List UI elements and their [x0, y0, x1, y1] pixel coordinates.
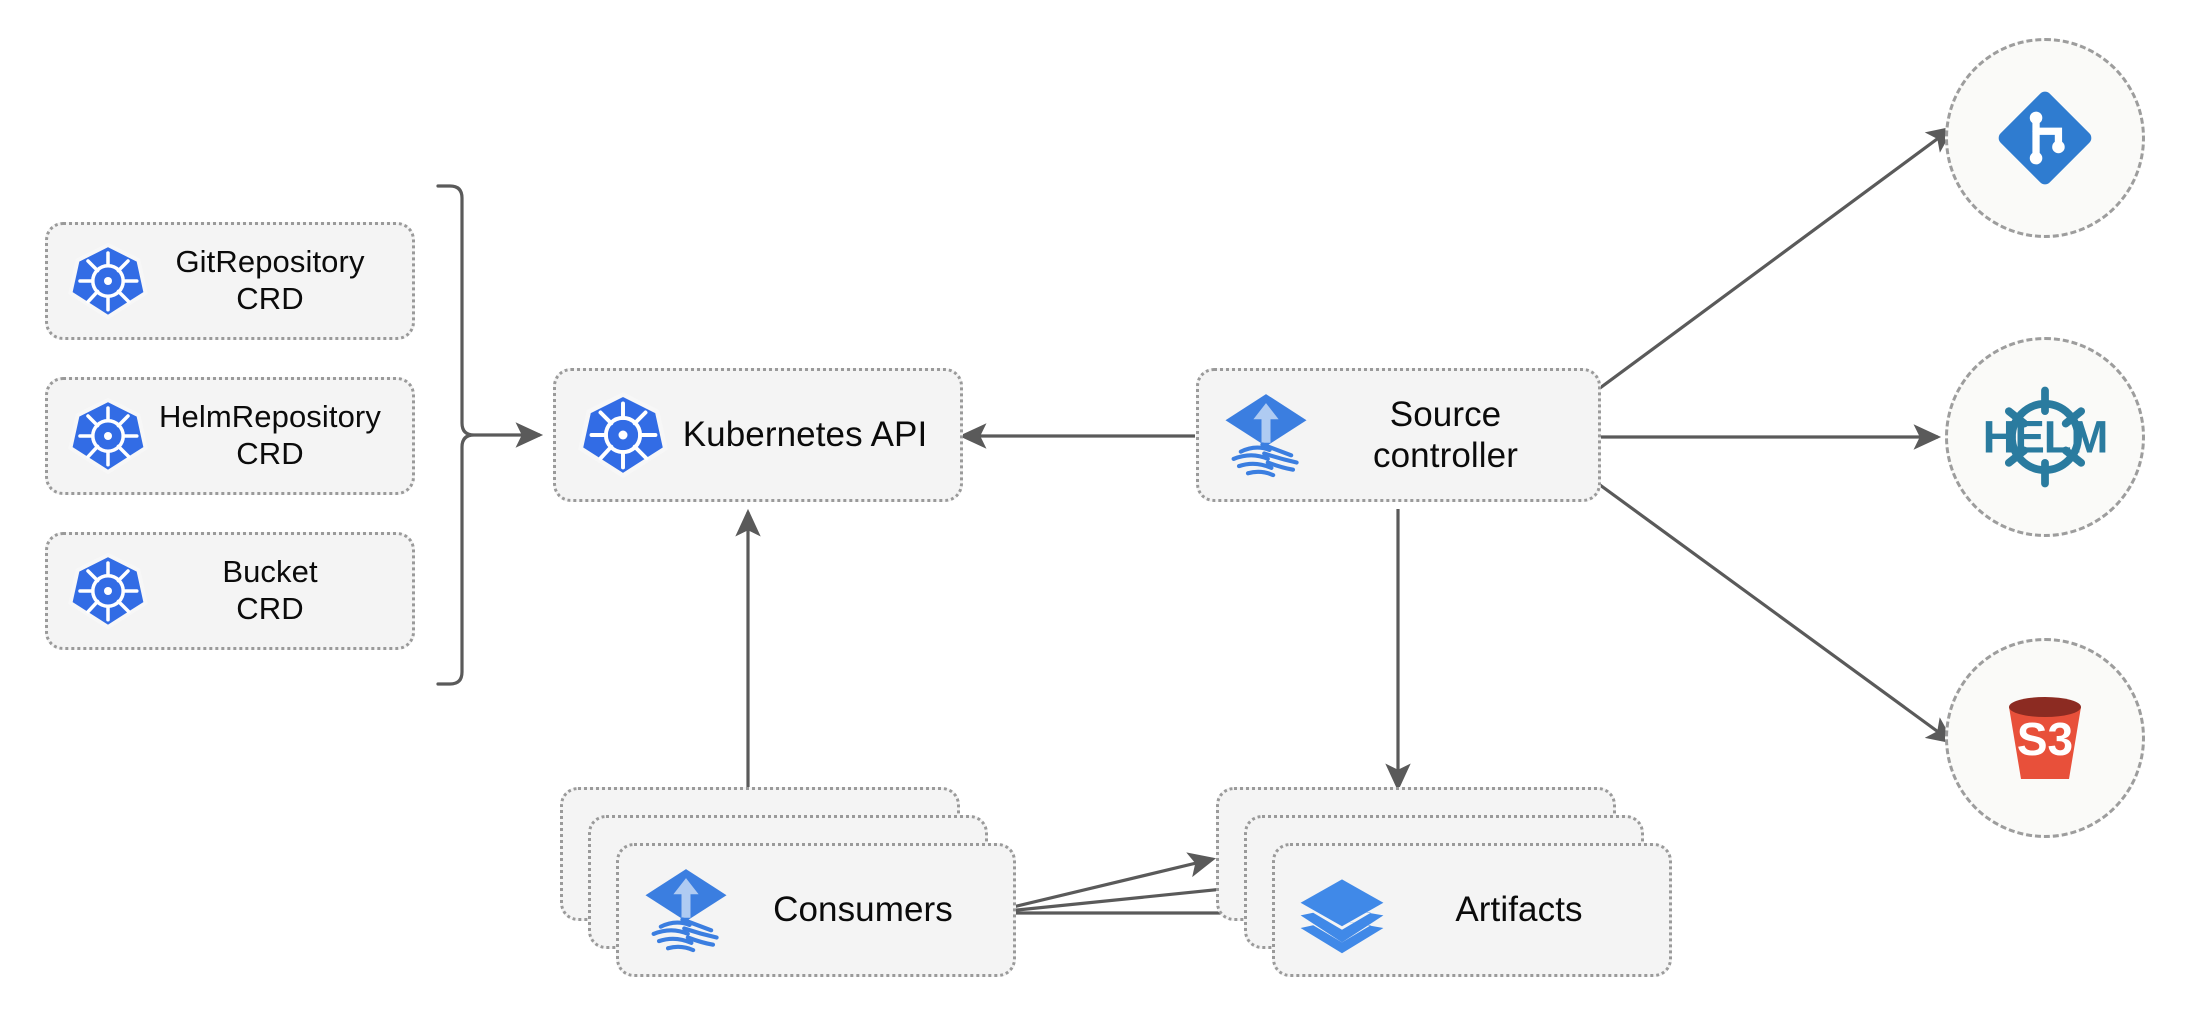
s3-label: S3	[2017, 713, 2073, 765]
endpoint-git[interactable]	[1945, 38, 2145, 238]
crd-card-label: Bucket CRD	[222, 554, 318, 626]
edge-consumers-to-artifacts-1	[987, 852, 1217, 915]
kubernetes-icon	[68, 551, 148, 631]
git-icon	[1998, 91, 2092, 185]
crd-card-gitrepository[interactable]: GitRepository CRD	[45, 222, 415, 340]
helm-icon: HELM	[1983, 386, 2107, 488]
kubernetes-icon	[68, 241, 148, 321]
kubernetes-icon	[578, 390, 668, 480]
artifacts-label: Artifacts	[1455, 890, 1583, 930]
layers-icon	[1297, 865, 1387, 955]
edge-consumers-to-artifacts-2	[987, 876, 1247, 915]
edge-source-to-git	[1599, 126, 1955, 390]
endpoint-s3[interactable]: S3	[1945, 638, 2145, 838]
flux-icon	[1221, 390, 1311, 480]
kubernetes-api-node[interactable]: Kubernetes API	[553, 368, 963, 502]
artifacts-node[interactable]: Artifacts	[1272, 843, 1672, 977]
s3-icon: S3	[2009, 697, 2081, 779]
crd-card-label: GitRepository CRD	[175, 244, 365, 316]
consumers-label: Consumers	[773, 890, 953, 930]
helm-label: HELM	[1983, 412, 2107, 463]
kubernetes-icon	[68, 396, 148, 476]
consumers-node[interactable]: Consumers	[616, 843, 1016, 977]
source-controller-label: Source controller	[1373, 394, 1518, 475]
endpoint-helm[interactable]: HELM	[1945, 337, 2145, 537]
crd-group-bracket	[436, 184, 475, 686]
crd-card-label: HelmRepository CRD	[159, 399, 381, 471]
crd-card-bucket[interactable]: Bucket CRD	[45, 532, 415, 650]
crd-card-helmrepository[interactable]: HelmRepository CRD	[45, 377, 415, 495]
source-controller-node[interactable]: Source controller	[1196, 368, 1601, 502]
edge-source-to-s3	[1599, 483, 1955, 744]
flux-icon	[641, 865, 731, 955]
kubernetes-api-label: Kubernetes API	[682, 415, 928, 455]
